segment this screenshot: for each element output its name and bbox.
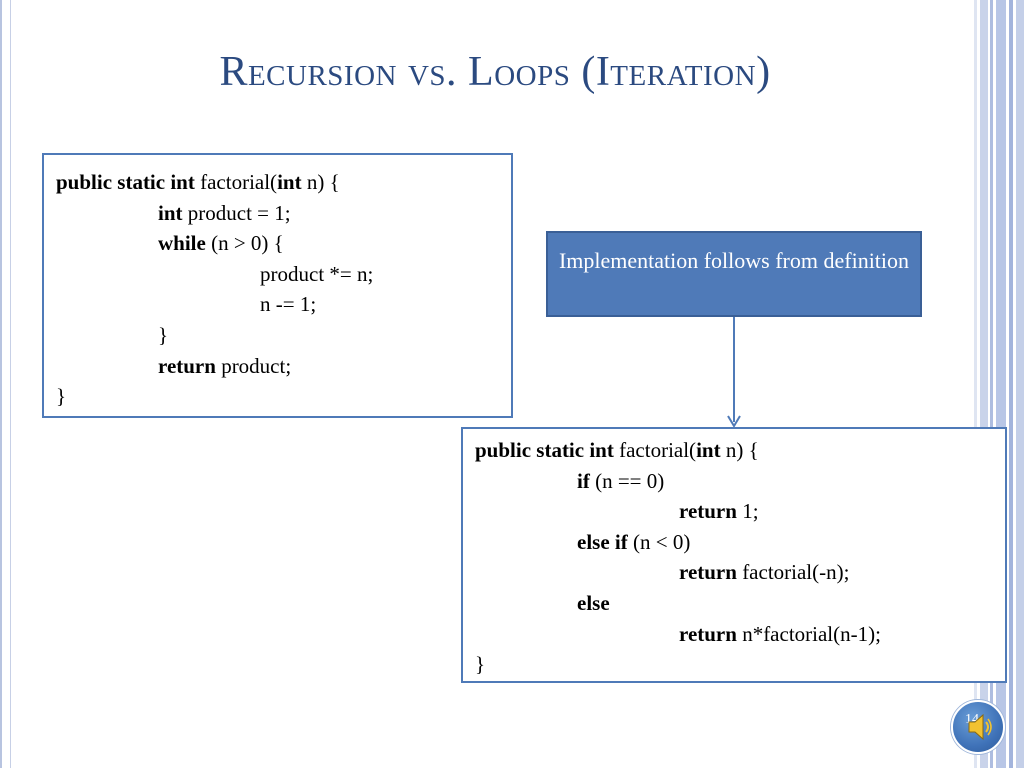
code-text: product *= n; bbox=[260, 261, 374, 286]
code-line: public static int factorial(int n) { bbox=[56, 167, 511, 198]
code-line: return 1; bbox=[475, 496, 1005, 527]
code-keyword: return bbox=[158, 353, 216, 378]
code-line: } bbox=[475, 649, 1005, 680]
connector-line bbox=[733, 317, 735, 422]
code-text: } bbox=[475, 652, 486, 677]
code-keyword: return bbox=[679, 499, 737, 524]
slide-title: Recursion vs. Loops (Iteration) bbox=[219, 49, 771, 95]
code-text: 1; bbox=[736, 499, 759, 524]
right-decorative-stripes bbox=[974, 0, 1024, 768]
code-text: product = 1; bbox=[182, 200, 291, 225]
code-line: else bbox=[475, 588, 1005, 619]
iterative-code-box: public static int factorial(int n) { int… bbox=[42, 153, 513, 418]
code-text: (n < 0) bbox=[627, 529, 691, 554]
code-line: return factorial(-n); bbox=[475, 557, 1005, 588]
speaker-icon[interactable] bbox=[966, 712, 994, 742]
code-line: } bbox=[56, 320, 511, 351]
code-text: factorial(-n); bbox=[736, 560, 850, 585]
code-text: } bbox=[158, 322, 169, 347]
code-text: (n > 0) { bbox=[205, 231, 284, 256]
code-line: while (n > 0) { bbox=[56, 228, 511, 259]
code-keyword: int bbox=[277, 170, 302, 194]
code-keyword: else if bbox=[577, 529, 628, 554]
recursive-code-box: public static int factorial(int n) { if … bbox=[461, 427, 1007, 683]
code-line: return product; bbox=[56, 351, 511, 382]
code-keyword: public static int bbox=[56, 170, 195, 194]
code-keyword: int bbox=[158, 200, 183, 225]
code-text: (n == 0) bbox=[589, 468, 665, 493]
code-text: factorial( bbox=[613, 438, 697, 462]
code-text: n*factorial(n-1); bbox=[736, 621, 881, 646]
code-line: else if (n < 0) bbox=[475, 527, 1005, 558]
left-border-line bbox=[0, 0, 2, 768]
code-keyword: while bbox=[158, 231, 206, 256]
code-line: int product = 1; bbox=[56, 198, 511, 229]
code-keyword: int bbox=[696, 438, 721, 462]
code-line: n -= 1; bbox=[56, 289, 511, 320]
code-text: n) { bbox=[720, 438, 759, 462]
code-line: if (n == 0) bbox=[475, 466, 1005, 497]
code-keyword: return bbox=[679, 621, 737, 646]
code-text: n) { bbox=[301, 170, 340, 194]
code-line: return n*factorial(n-1); bbox=[475, 619, 1005, 650]
code-keyword: else bbox=[577, 590, 610, 615]
code-text: n -= 1; bbox=[260, 292, 317, 317]
code-text: product; bbox=[215, 353, 292, 378]
code-keyword: public static int bbox=[475, 438, 614, 462]
code-text: } bbox=[56, 384, 67, 409]
code-text: factorial( bbox=[194, 170, 278, 194]
code-line: public static int factorial(int n) { bbox=[475, 435, 1005, 466]
definition-callout: Implementation follows from definition bbox=[546, 231, 922, 317]
code-line: product *= n; bbox=[56, 259, 511, 290]
code-keyword: if bbox=[577, 468, 590, 493]
arrow-down-icon bbox=[727, 415, 741, 427]
audio-button[interactable] bbox=[951, 700, 1005, 754]
code-keyword: return bbox=[679, 560, 737, 585]
left-border-line-inner bbox=[10, 0, 11, 768]
code-line: } bbox=[56, 381, 511, 412]
